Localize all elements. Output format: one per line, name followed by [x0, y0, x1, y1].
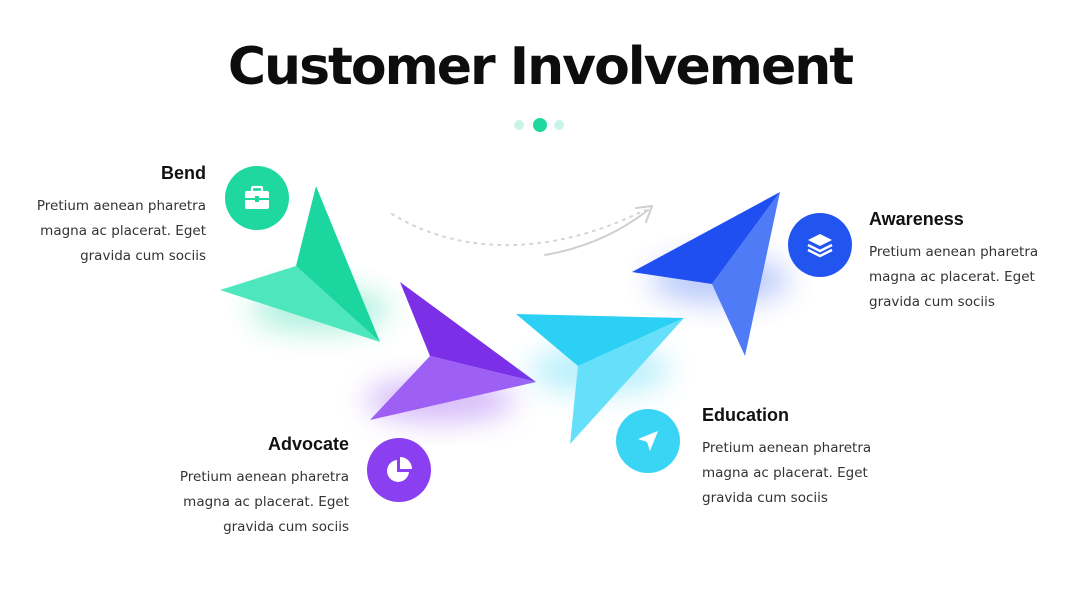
awareness-icon-badge	[788, 213, 852, 277]
page-title: Customer Involvement	[227, 37, 854, 97]
bend-heading: Bend	[161, 163, 206, 183]
pie-chart-icon	[387, 457, 412, 482]
advocate-block: Advocate Pretium aenean pharetra magna a…	[149, 433, 349, 540]
pagination-dot[interactable]	[514, 120, 524, 130]
cyan-arrow-shape	[516, 314, 684, 444]
bend-description: Pretium aenean pharetra magna ac placera…	[36, 198, 206, 264]
education-icon-badge	[616, 409, 680, 473]
paper-plane-icon	[638, 431, 658, 451]
education-block: Education Pretium aenean pharetra magna …	[702, 404, 902, 511]
advocate-icon-badge	[367, 438, 431, 502]
education-heading: Education	[702, 405, 790, 425]
layers-icon	[807, 234, 833, 258]
bend-icon-badge	[225, 166, 289, 230]
bend-block: Bend Pretium aenean pharetra magna ac pl…	[6, 162, 206, 269]
pagination-dots	[514, 118, 566, 132]
awareness-heading: Awareness	[869, 209, 964, 229]
blue-arrow-shape	[632, 192, 780, 356]
awareness-block: Awareness Pretium aenean pharetra magna …	[869, 208, 1069, 315]
pagination-dot-active[interactable]	[533, 118, 547, 132]
awareness-description: Pretium aenean pharetra magna ac placera…	[869, 244, 1039, 310]
briefcase-icon	[245, 185, 269, 209]
advocate-heading: Advocate	[267, 434, 349, 454]
green-arrow-shape	[220, 186, 380, 342]
curved-connector-arrow	[391, 209, 646, 247]
advocate-description: Pretium aenean pharetra magna ac placera…	[179, 469, 349, 535]
purple-arrow-shape	[370, 282, 536, 420]
pagination-dot[interactable]	[554, 120, 564, 130]
education-description: Pretium aenean pharetra magna ac placera…	[702, 440, 872, 506]
